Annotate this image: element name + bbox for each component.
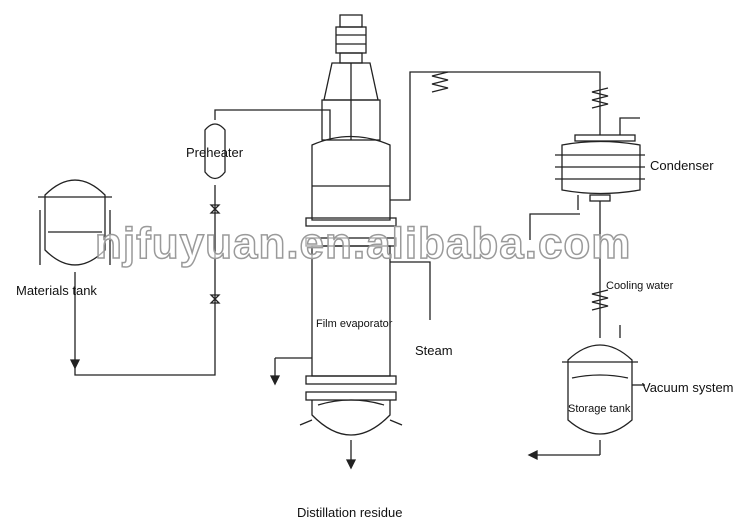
storage-tank-vessel <box>527 325 645 461</box>
vapor-line <box>390 71 609 201</box>
preheater-label: Preheater <box>186 145 244 160</box>
condenser-label: Condenser <box>650 158 714 173</box>
condenser-vessel <box>555 117 645 210</box>
steam-label: Steam <box>415 343 453 358</box>
evaporator-motor <box>321 14 381 141</box>
materials-tank-label: Materials tank <box>16 283 97 298</box>
steam-line <box>390 261 431 320</box>
cooling-water-label: Cooling water <box>606 280 674 292</box>
preheater-vessel <box>204 109 331 180</box>
watermark: njfuyuan.en.alibaba.com <box>94 219 632 268</box>
film-evaporator-vessel <box>269 135 403 470</box>
storage-tank-label: Storage tank <box>568 403 631 415</box>
vacuum-system-label: Vacuum system <box>642 380 734 395</box>
feed-line <box>69 185 221 376</box>
film-evaporator-label: Film evaporator <box>316 318 393 330</box>
condensate-line <box>529 201 609 338</box>
materials-tank-vessel <box>38 179 112 266</box>
distillation-residue-label: Distillation residue <box>297 505 403 520</box>
